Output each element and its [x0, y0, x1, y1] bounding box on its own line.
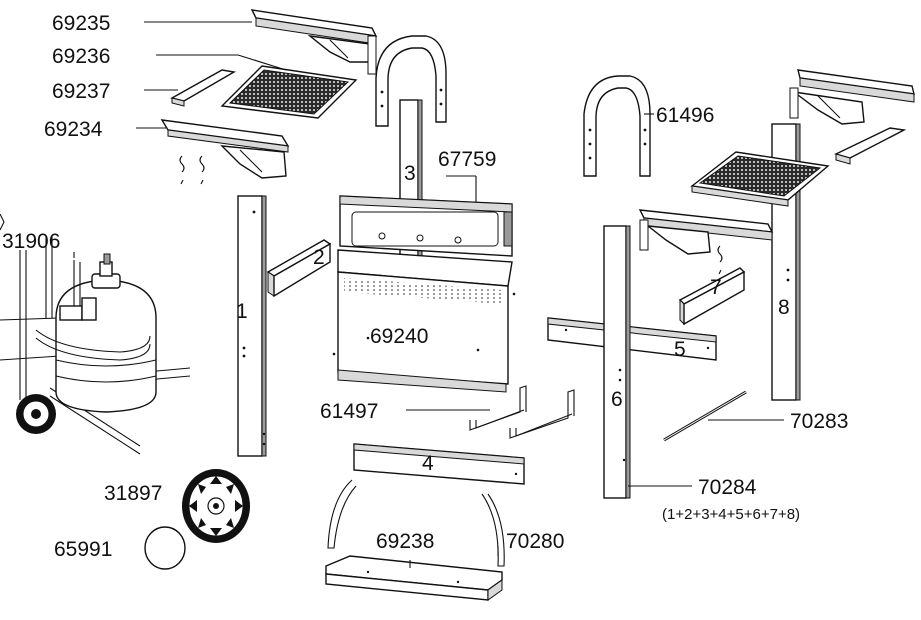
callout-70284-note: (1+2+3+4+5+6+7+8): [662, 506, 800, 523]
part-65991-hubcap: [144, 526, 186, 570]
callout-65991: 65991: [54, 538, 112, 561]
part-1-leg: [237, 195, 267, 457]
assembly-numbers: 1 2 3 4 5 6 7 8: [236, 162, 790, 475]
callout-69234: 69234: [44, 118, 103, 141]
part-4-crossbar: [353, 443, 525, 485]
part-69238-basket: [325, 479, 505, 601]
part-callouts: 69235 69236 69237 69234 31906 67759 6149…: [2, 12, 848, 561]
callout-69240: 69240: [370, 325, 428, 348]
part-69236-grate: [220, 65, 358, 119]
part-7-crossbar: [678, 267, 746, 326]
callout-70283: 70283: [790, 410, 848, 433]
number-7: 7: [710, 276, 722, 299]
callout-61496: 61496: [656, 104, 714, 127]
callout-69238: 69238: [376, 530, 434, 553]
callout-69235: 69235: [52, 12, 110, 35]
number-6: 6: [611, 388, 623, 411]
part-31897-wheel: [182, 469, 250, 543]
number-4: 4: [422, 452, 434, 475]
callout-69237: 69237: [52, 80, 110, 103]
callout-70280: 70280: [506, 530, 564, 553]
propane-tank-assembly: [0, 213, 191, 455]
callout-67759: 67759: [438, 148, 496, 171]
part-69234-lower-bracket: [160, 119, 290, 179]
part-right-shelf-bracket: [789, 69, 915, 125]
part-right-shelf-handle: [834, 127, 907, 165]
part-5-crossbar: [547, 317, 717, 361]
number-1: 1: [236, 300, 248, 323]
part-6-leg: [603, 225, 631, 499]
part-69235-shelf-bracket: [250, 9, 378, 75]
part-2-crossbar: [266, 239, 332, 298]
number-5: 5: [674, 338, 686, 361]
part-70283-axle: [663, 390, 747, 442]
callout-61497: 61497: [320, 400, 378, 423]
number-8: 8: [778, 296, 790, 319]
number-2: 2: [313, 246, 325, 269]
part-69237-shelf-handle: [170, 69, 237, 107]
callout-69236: 69236: [52, 45, 110, 68]
part-right-lower-bracket: [638, 209, 774, 275]
hooks-left: [179, 155, 205, 185]
part-69240-back-panel: [332, 249, 516, 393]
part-right-grate: [690, 151, 830, 207]
callout-31897: 31897: [104, 482, 162, 505]
leader-lines: [73, 21, 784, 568]
callout-70284: 70284: [698, 476, 757, 499]
number-3: 3: [404, 162, 416, 185]
part-61496-handle-frame-right: [583, 75, 651, 177]
part-handle-frame-left: [375, 35, 447, 127]
callout-31906: 31906: [2, 230, 60, 253]
part-61497-brackets: [469, 385, 575, 439]
part-67759-control-panel: [339, 195, 513, 257]
